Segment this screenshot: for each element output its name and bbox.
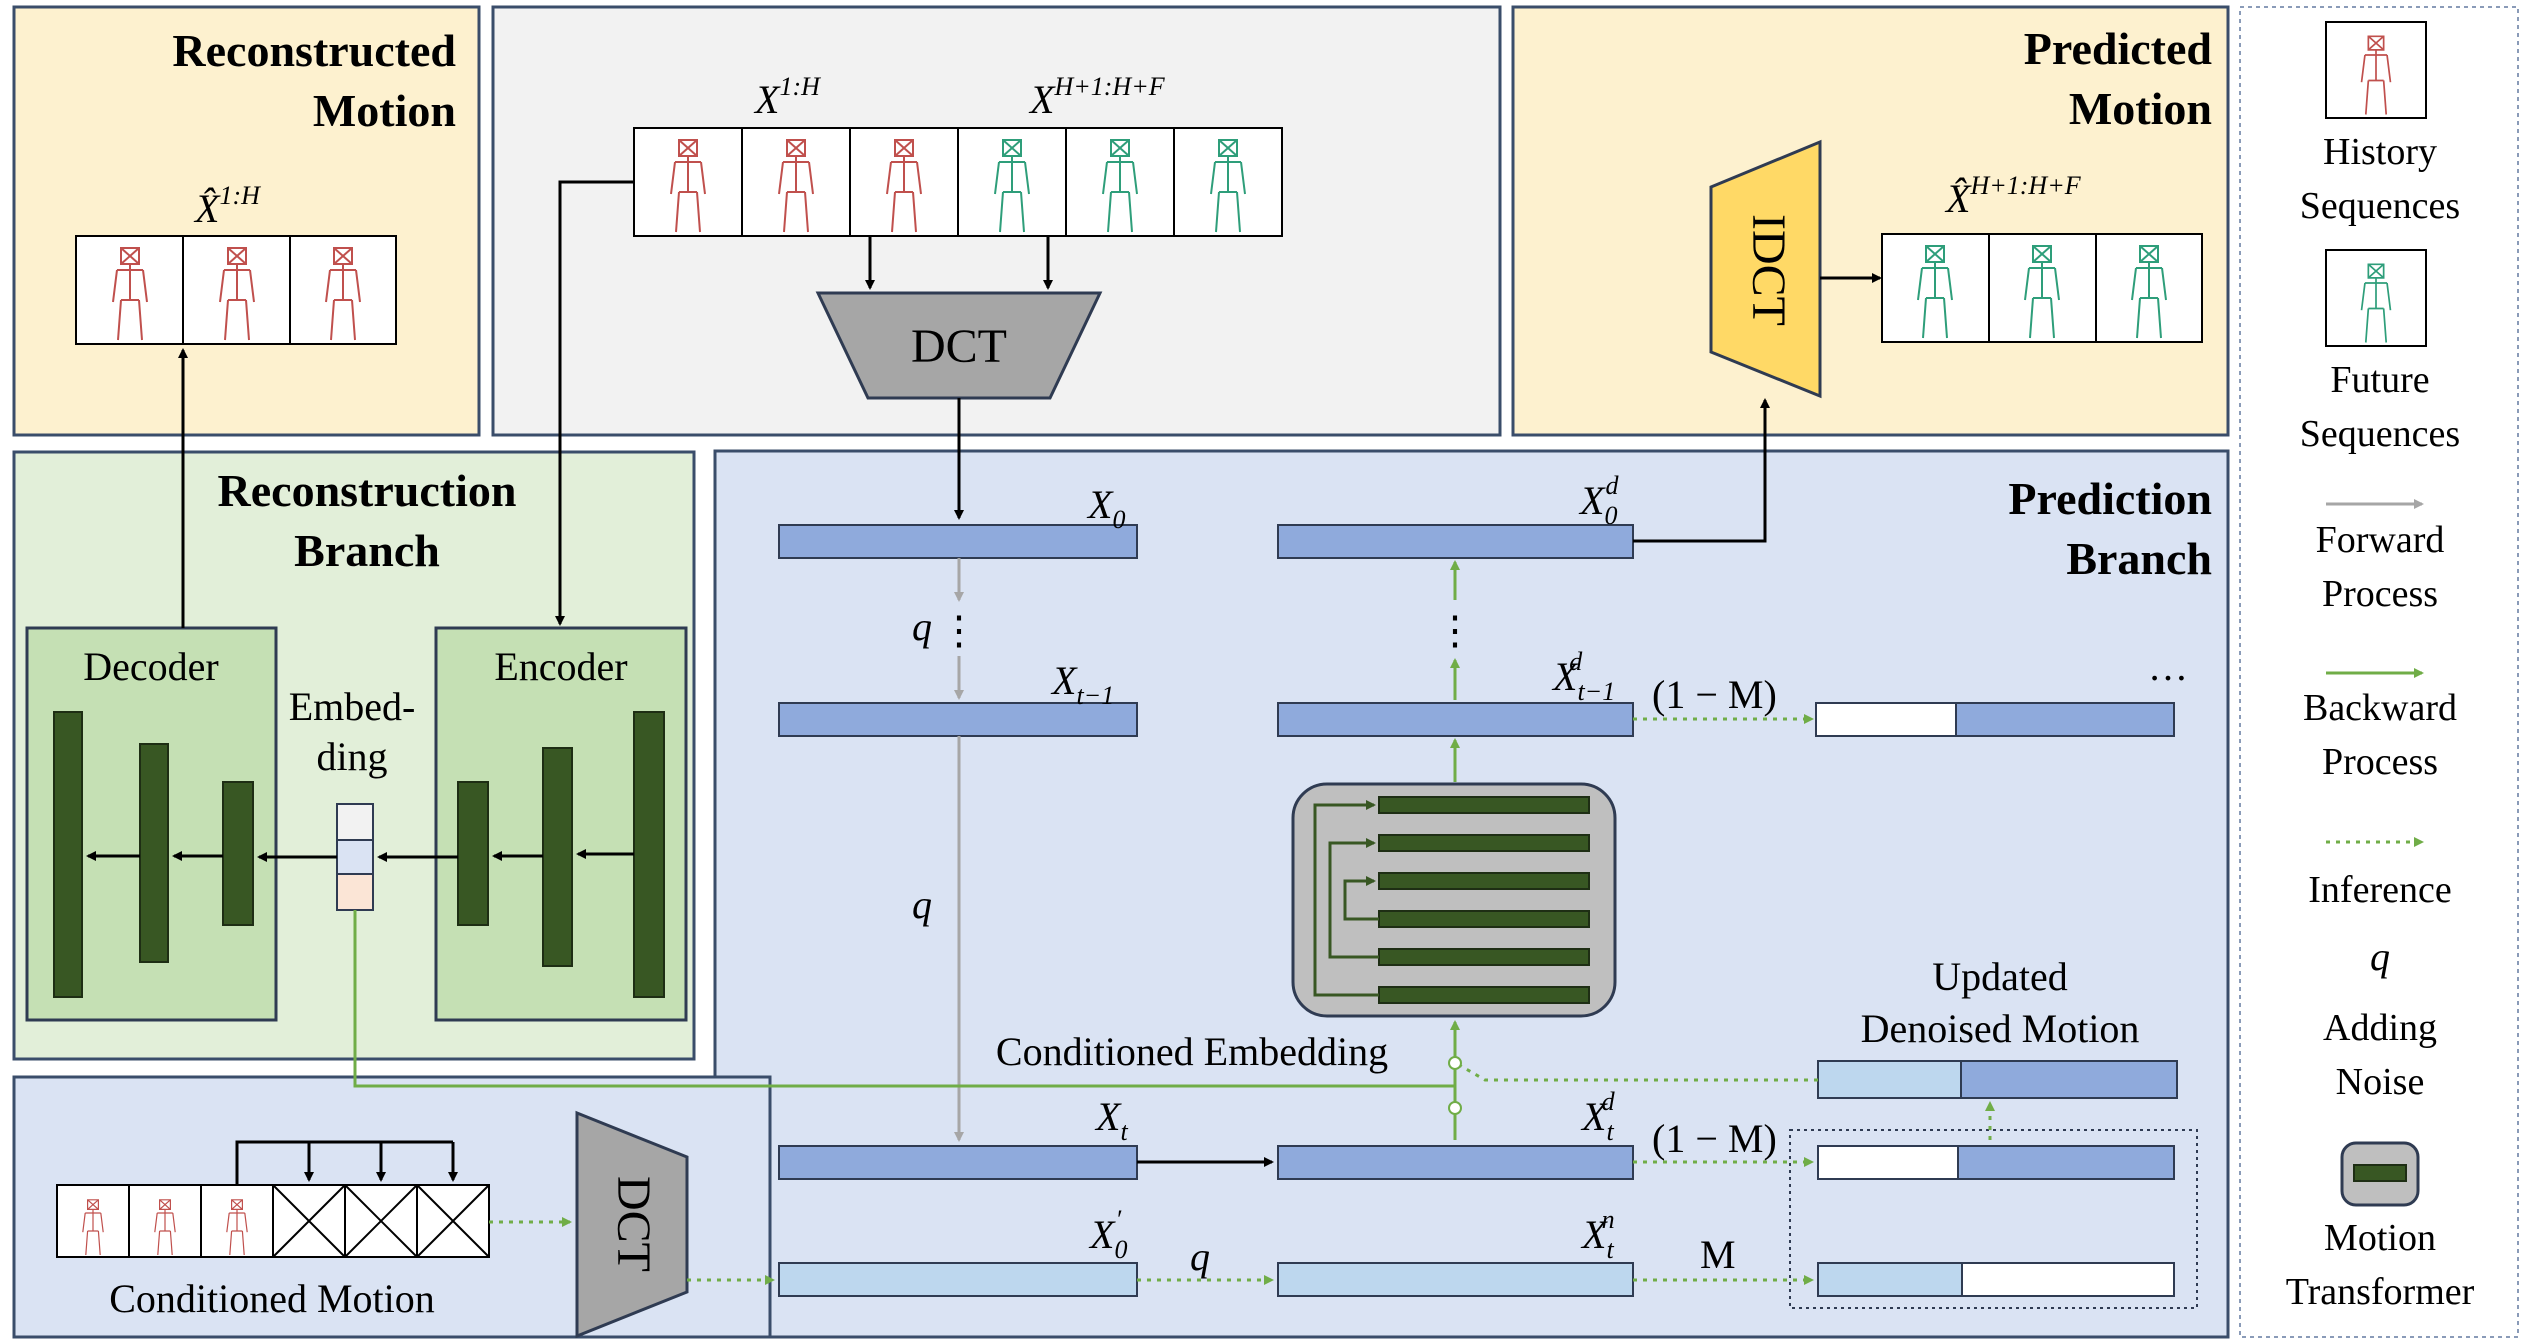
bar-x0 [778, 524, 1138, 559]
legend-backward-line2: Process [2322, 741, 2438, 783]
updated-denoised-bar [1817, 1060, 2178, 1099]
x0-d-label: X0d [1578, 471, 1619, 530]
prediction-title-line1: Prediction [2008, 473, 2212, 524]
legend-q-symbol: q [2370, 934, 2390, 979]
reconstruction-title-line2: Branch [294, 525, 440, 576]
dct-block-top [815, 291, 1103, 400]
embedding-label-line2: ding [316, 734, 387, 779]
bar-xt-minus-1 [778, 702, 1138, 737]
dct-bottom-label: DCT [607, 1176, 660, 1272]
conditioned-frames [56, 1184, 490, 1258]
bar-x0-prime [778, 1262, 1138, 1297]
embedding-vector [336, 803, 374, 911]
predicted-title-line2: Motion [2069, 83, 2212, 134]
legend-history-line1: History [2323, 131, 2437, 173]
masked-bar-mid [1817, 1145, 2175, 1180]
xt-d-label: Xtd [1580, 1087, 1616, 1146]
decoder-label: Decoder [83, 644, 218, 689]
reconstructed-motion-panel [12, 5, 481, 437]
bar-xt [778, 1145, 1138, 1180]
mask-combine-box [1789, 1129, 2198, 1309]
reconstructed-title-line2: Motion [313, 85, 456, 136]
legend-future-icon [2325, 249, 2427, 347]
bar-xt-n [1277, 1262, 1634, 1297]
arrow-x0d-to-idct [1633, 398, 1770, 543]
q-label-top: q [912, 604, 932, 649]
legend-transformer-icon [2340, 1141, 2420, 1207]
encoder-layer [457, 781, 489, 926]
inference-updated-to-transformer [1460, 1064, 1818, 1082]
legend-future-line1: Future [2330, 359, 2429, 401]
vdots-left: ⋮ [939, 608, 979, 653]
idct-block [1709, 139, 1822, 399]
dct-top-label: DCT [911, 320, 1007, 373]
prediction-title-line2: Branch [2066, 533, 2212, 584]
xt-n-label: Xtn [1580, 1205, 1615, 1264]
arrow-hist-to-encoder [555, 180, 634, 626]
encoder-layer [542, 747, 573, 967]
encoder-label: Encoder [494, 644, 627, 689]
legend-transformer-line2: Transformer [2286, 1271, 2475, 1313]
q-label-mid: q [912, 882, 932, 927]
xhat-future-label: X̂H+1:H+F [1944, 171, 2082, 221]
predicted-title-line1: Predicted [2024, 23, 2213, 74]
embedding-to-transformer-line [353, 910, 1455, 1088]
merge-node [1448, 1056, 1462, 1070]
legend-history-icon [2325, 21, 2427, 119]
xhat-history-label: X̂1:H [193, 181, 261, 231]
predicted-motion-panel [1511, 5, 2230, 437]
motion-transformer [1291, 782, 1617, 1018]
one-minus-m-top: (1 − M) [1652, 672, 1777, 717]
q-label-bottom: q [1190, 1234, 1210, 1279]
embedding-label-line1: Embed- [289, 684, 416, 729]
xt-minus-1-label: Xt−1 [1050, 658, 1114, 710]
masked-bar-top [1815, 702, 2175, 737]
decoder-layer [222, 781, 254, 926]
input-frames [633, 127, 1283, 237]
idct-label: IDCT [1742, 214, 1795, 326]
x0-prime-label: X0′ [1088, 1205, 1127, 1264]
masked-bar-bottom [1817, 1262, 2175, 1297]
legend-history-line2: Sequences [2300, 185, 2460, 227]
encoder-layer [633, 711, 665, 998]
x-history-label: X1:H [753, 72, 821, 122]
bar-xt-minus-1-d [1277, 702, 1634, 737]
decoder-layer [53, 711, 83, 998]
vdots-mid: ⋮ [1435, 608, 1475, 653]
m-label: M [1700, 1232, 1736, 1277]
legend-inference-label: Inference [2308, 869, 2451, 911]
reconstructed-title-line1: Reconstructed [172, 25, 456, 76]
updated-label-line1: Updated [1932, 954, 2068, 999]
xt-minus-1-d-label: Xt−1d [1551, 647, 1615, 706]
updated-label-line2: Denoised Motion [1861, 1006, 2140, 1051]
legend-transformer-line1: Motion [2324, 1217, 2436, 1259]
x-future-label: XH+1:H+F [1028, 72, 1166, 122]
conditioned-motion-label: Conditioned Motion [109, 1276, 435, 1321]
x0-label: X0 [1086, 482, 1125, 534]
conditioned-embedding-label: Conditioned Embedding [996, 1029, 1388, 1074]
reconstructed-frames [75, 235, 397, 345]
legend-forward-line1: Forward [2316, 519, 2445, 561]
one-minus-m-bottom: (1 − M) [1652, 1116, 1777, 1161]
decoder-layer [139, 743, 169, 963]
bar-x0-d [1277, 524, 1634, 559]
reconstruction-title-line1: Reconstruction [218, 465, 517, 516]
merge-node [1448, 1101, 1462, 1115]
legend-future-line2: Sequences [2300, 413, 2460, 455]
legend-backward-line1: Backward [2303, 687, 2457, 729]
legend-forward-line2: Process [2322, 573, 2438, 615]
hdots-right: … [2148, 644, 2188, 689]
dct-block-bottom [575, 1110, 689, 1339]
legend-noise-line2: Noise [2336, 1061, 2425, 1103]
legend-noise-line1: Adding [2323, 1007, 2437, 1049]
bar-xt-d [1277, 1145, 1634, 1180]
predicted-frames [1881, 233, 2203, 343]
xt-label: Xt [1094, 1094, 1128, 1146]
